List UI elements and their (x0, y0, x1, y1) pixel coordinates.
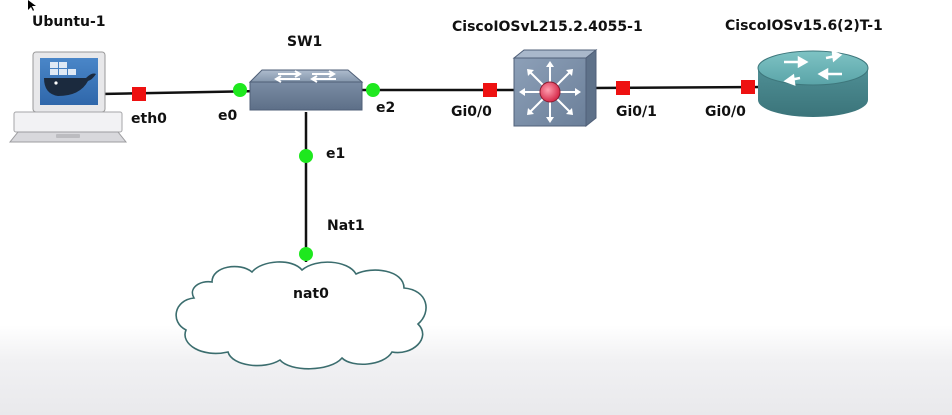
port-label-l2-gi00: Gi0/0 (451, 104, 492, 120)
port-label-sw1-e0: e0 (218, 108, 238, 124)
port-label-l2-gi01: Gi0/1 (616, 104, 657, 120)
port-indicator-nat[interactable] (299, 247, 313, 261)
router-icon[interactable] (757, 49, 869, 117)
port-indicators (132, 80, 755, 261)
port-label-sw1-e2: e2 (376, 100, 396, 116)
node-label-router: CiscoIOSv15.6(2)T-1 (725, 18, 883, 34)
node-label-nat: Nat1 (327, 218, 365, 234)
port-indicator-sw1-e2[interactable] (366, 83, 380, 97)
cloud-interface-label: nat0 (293, 286, 329, 302)
ethernet-switch-icon[interactable] (248, 69, 364, 111)
port-label-router-gi00: Gi0/0 (705, 104, 746, 120)
node-label-l2switch: CiscoIOSvL215.2.4055-1 (452, 19, 643, 35)
port-indicator-l2-gi00[interactable] (483, 83, 497, 97)
node-label-sw1: SW1 (287, 34, 323, 50)
multilayer-switch-icon[interactable] (512, 48, 598, 128)
laptop-docker-icon[interactable] (8, 51, 128, 143)
port-label-ubuntu-eth0: eth0 (131, 111, 167, 127)
port-indicator-sw1-e1[interactable] (299, 149, 313, 163)
port-indicator-sw1-e0[interactable] (233, 83, 247, 97)
port-indicator-ubuntu-eth0[interactable] (132, 87, 146, 101)
port-label-sw1-e1: e1 (326, 146, 346, 162)
cloud-icon[interactable] (175, 261, 427, 370)
port-indicator-l2-gi01[interactable] (616, 81, 630, 95)
mouse-cursor-icon (28, 0, 36, 11)
node-label-ubuntu: Ubuntu-1 (32, 14, 106, 30)
links (99, 85, 765, 262)
port-indicator-router-gi00[interactable] (741, 80, 755, 94)
